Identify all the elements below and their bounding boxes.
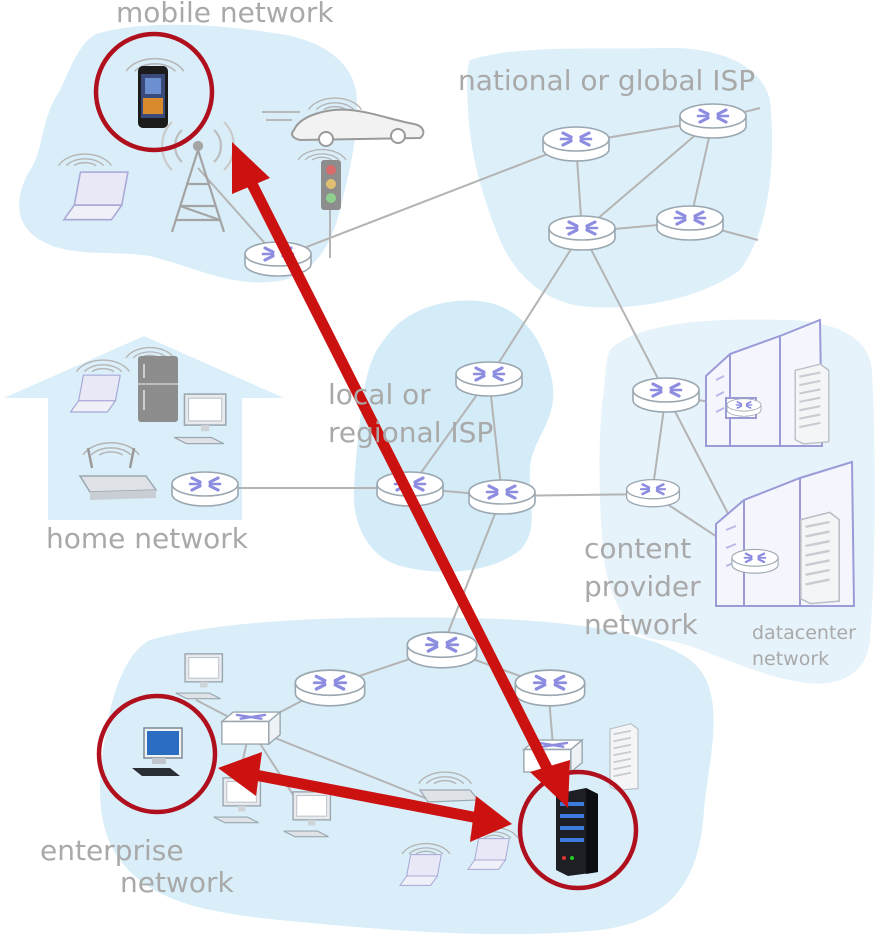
enterprise-label-line2: network xyxy=(120,866,234,899)
enterprise-router-icon xyxy=(293,668,367,708)
enterprise-router-icon xyxy=(513,668,587,708)
local-isp-label-line2: regional ISP xyxy=(328,416,494,449)
communication-arrow xyxy=(232,142,570,808)
enterprise-router-icon xyxy=(405,630,479,670)
smartphone-icon xyxy=(125,57,185,128)
national-isp-label: national or global ISP xyxy=(458,64,756,97)
mobile-network-label: mobile network xyxy=(116,0,334,29)
content-provider-label-line2: provider xyxy=(584,570,701,603)
server-highlight xyxy=(517,769,639,891)
national-isp-router-icon xyxy=(547,214,617,252)
datacenter-router-icon xyxy=(726,397,762,418)
datacenter-label-line1: datacenter xyxy=(752,622,856,644)
national-isp-router-icon xyxy=(678,102,748,140)
home-router-icon xyxy=(170,470,240,508)
server-icon xyxy=(793,362,831,446)
refrigerator-icon xyxy=(125,346,178,422)
mobile-network-highlight xyxy=(93,31,215,153)
content-provider-router-icon xyxy=(631,376,701,414)
enterprise-label-line1: enterprise xyxy=(40,834,184,867)
server-icon xyxy=(556,788,598,876)
wifi-access-point-icon xyxy=(78,442,158,500)
enterprise-host-highlight xyxy=(96,693,218,815)
datacenter-router-icon xyxy=(730,548,780,575)
traffic-light-icon xyxy=(297,148,347,210)
national-isp-router-icon xyxy=(655,204,725,242)
datacenter-label-line2: network xyxy=(752,648,830,670)
local-isp-router-icon xyxy=(454,360,524,398)
content-provider-label-line1: content xyxy=(584,532,692,565)
enterprise-server-icon xyxy=(609,722,639,792)
content-provider-router-icon xyxy=(625,478,681,509)
national-isp-router-icon xyxy=(541,125,611,163)
local-isp-label-line1: local or xyxy=(328,378,431,411)
local-isp-router-icon xyxy=(467,478,537,516)
desktop-computer-icon xyxy=(132,727,183,776)
content-provider-label-line3: network xyxy=(584,608,698,641)
car-icon xyxy=(262,97,425,147)
communication-arrow xyxy=(218,752,512,842)
server-icon xyxy=(799,510,841,606)
switch-icon xyxy=(220,710,282,746)
home-network-label: home network xyxy=(46,522,248,555)
